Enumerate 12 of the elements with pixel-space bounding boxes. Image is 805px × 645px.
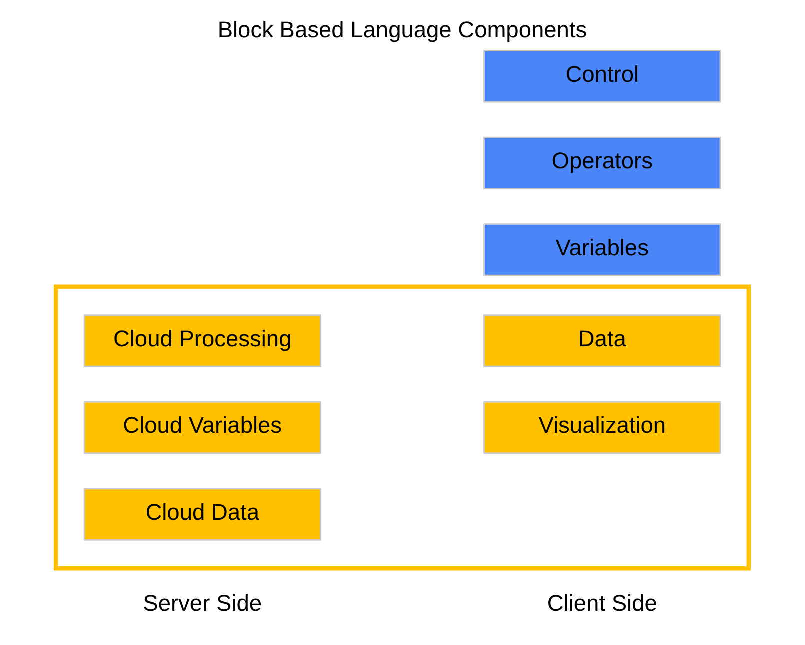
label: Client Side <box>547 590 658 616</box>
node-box: Cloud Data <box>84 488 322 541</box>
diagram-title: Block Based Language Components <box>218 16 588 43</box>
node-box: Control <box>484 50 722 103</box>
label: Server Side <box>143 590 262 616</box>
node-box: Data <box>484 314 722 368</box>
node-box: Visualization <box>484 401 722 454</box>
node-box: Cloud Variables <box>84 401 322 454</box>
node-box: Operators <box>484 136 722 190</box>
cluster <box>54 284 752 571</box>
node-box: Variables <box>484 224 722 276</box>
node-box: Cloud Processing <box>84 314 322 368</box>
